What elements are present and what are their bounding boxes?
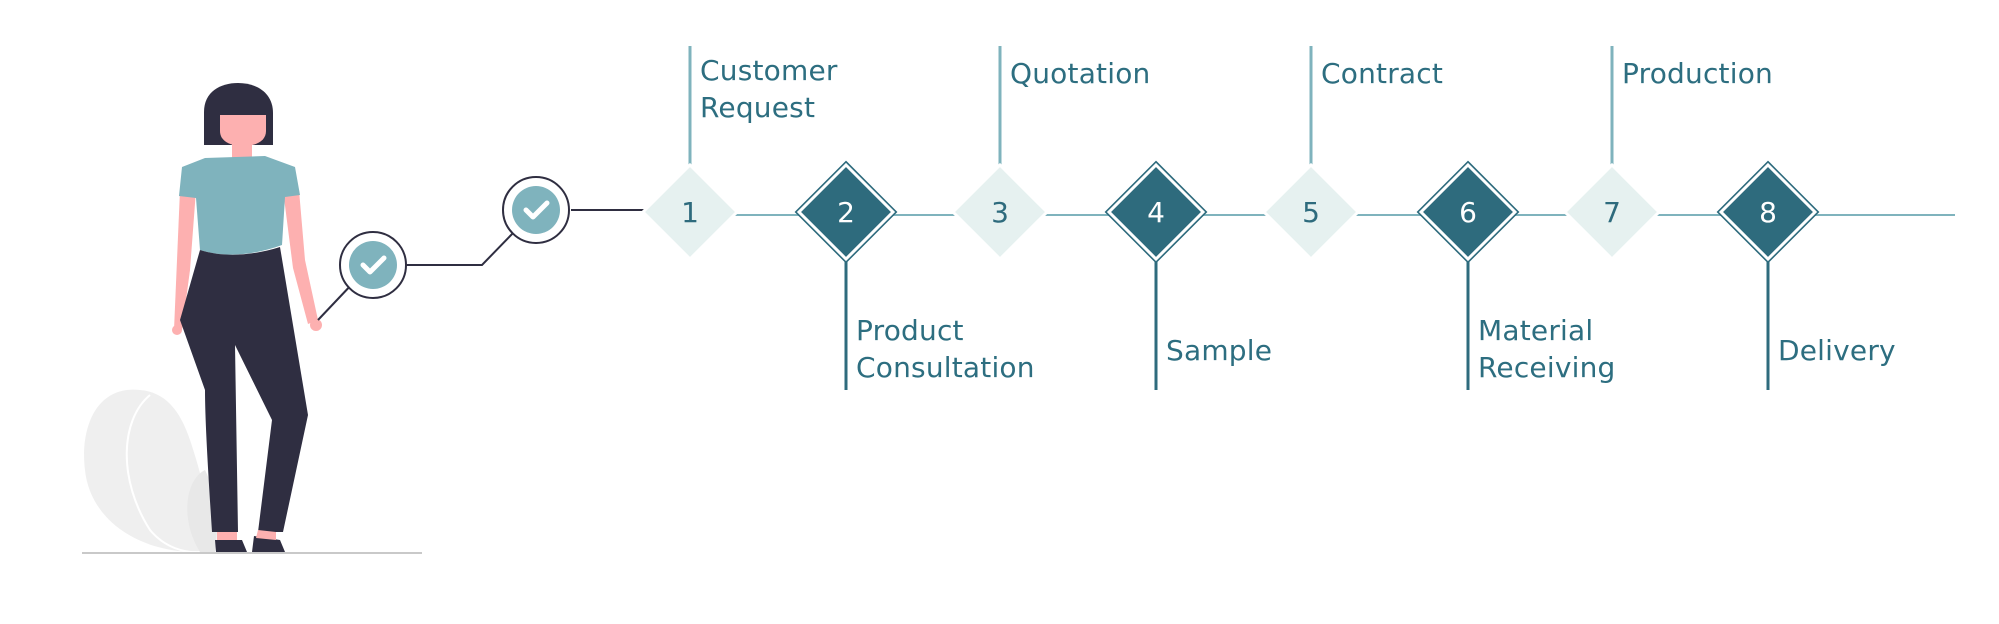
step-label: Contract	[1321, 57, 1444, 90]
connector-lines	[317, 209, 645, 321]
step-number: 6	[1459, 196, 1477, 229]
step-number: 1	[681, 196, 699, 229]
step-number: 2	[837, 196, 855, 229]
step-label: Production	[1622, 57, 1773, 90]
step-diamond	[796, 162, 896, 262]
step-label: Quotation	[1010, 57, 1151, 90]
step-1: 1	[640, 46, 740, 262]
step-number: 5	[1302, 196, 1320, 229]
step-diamond	[1106, 162, 1206, 262]
step-label: Sample	[1166, 334, 1273, 367]
step-4: 4	[1104, 160, 1208, 390]
step-number: 4	[1147, 196, 1165, 229]
step-6: 6	[1416, 160, 1520, 390]
step-number: 7	[1603, 196, 1621, 229]
check-circle-icon	[339, 231, 407, 299]
check-circle-icon	[502, 176, 570, 244]
step-label: Delivery	[1778, 334, 1896, 367]
step-2: 2	[794, 160, 898, 390]
step-diamond	[1418, 162, 1518, 262]
step-diamond-outline	[1104, 160, 1208, 264]
step-label: Material Receiving	[1478, 314, 1616, 384]
woman-illustration	[82, 83, 422, 554]
step-diamond-outline	[1416, 160, 1520, 264]
step-diamond	[950, 162, 1050, 262]
step-8: 8	[1716, 160, 1820, 390]
step-label: Customer Request	[700, 54, 838, 124]
step-diamond-outline	[794, 160, 898, 264]
step-number: 8	[1759, 196, 1777, 229]
step-diamond	[1562, 162, 1662, 262]
step-number: 3	[991, 196, 1009, 229]
step-diamond	[1718, 162, 1818, 262]
plant-decoration	[84, 389, 217, 554]
step-diamond	[640, 162, 740, 262]
step-label: Product Consultation	[856, 314, 1035, 384]
step-7: 7	[1562, 46, 1662, 262]
step-3: 3	[950, 46, 1050, 262]
step-diamond	[1261, 162, 1361, 262]
steps-layer: 1 2 3 4 5 6 7 8	[640, 46, 1820, 390]
step-diamond-outline	[1716, 160, 1820, 264]
step-5: 5	[1261, 46, 1361, 262]
